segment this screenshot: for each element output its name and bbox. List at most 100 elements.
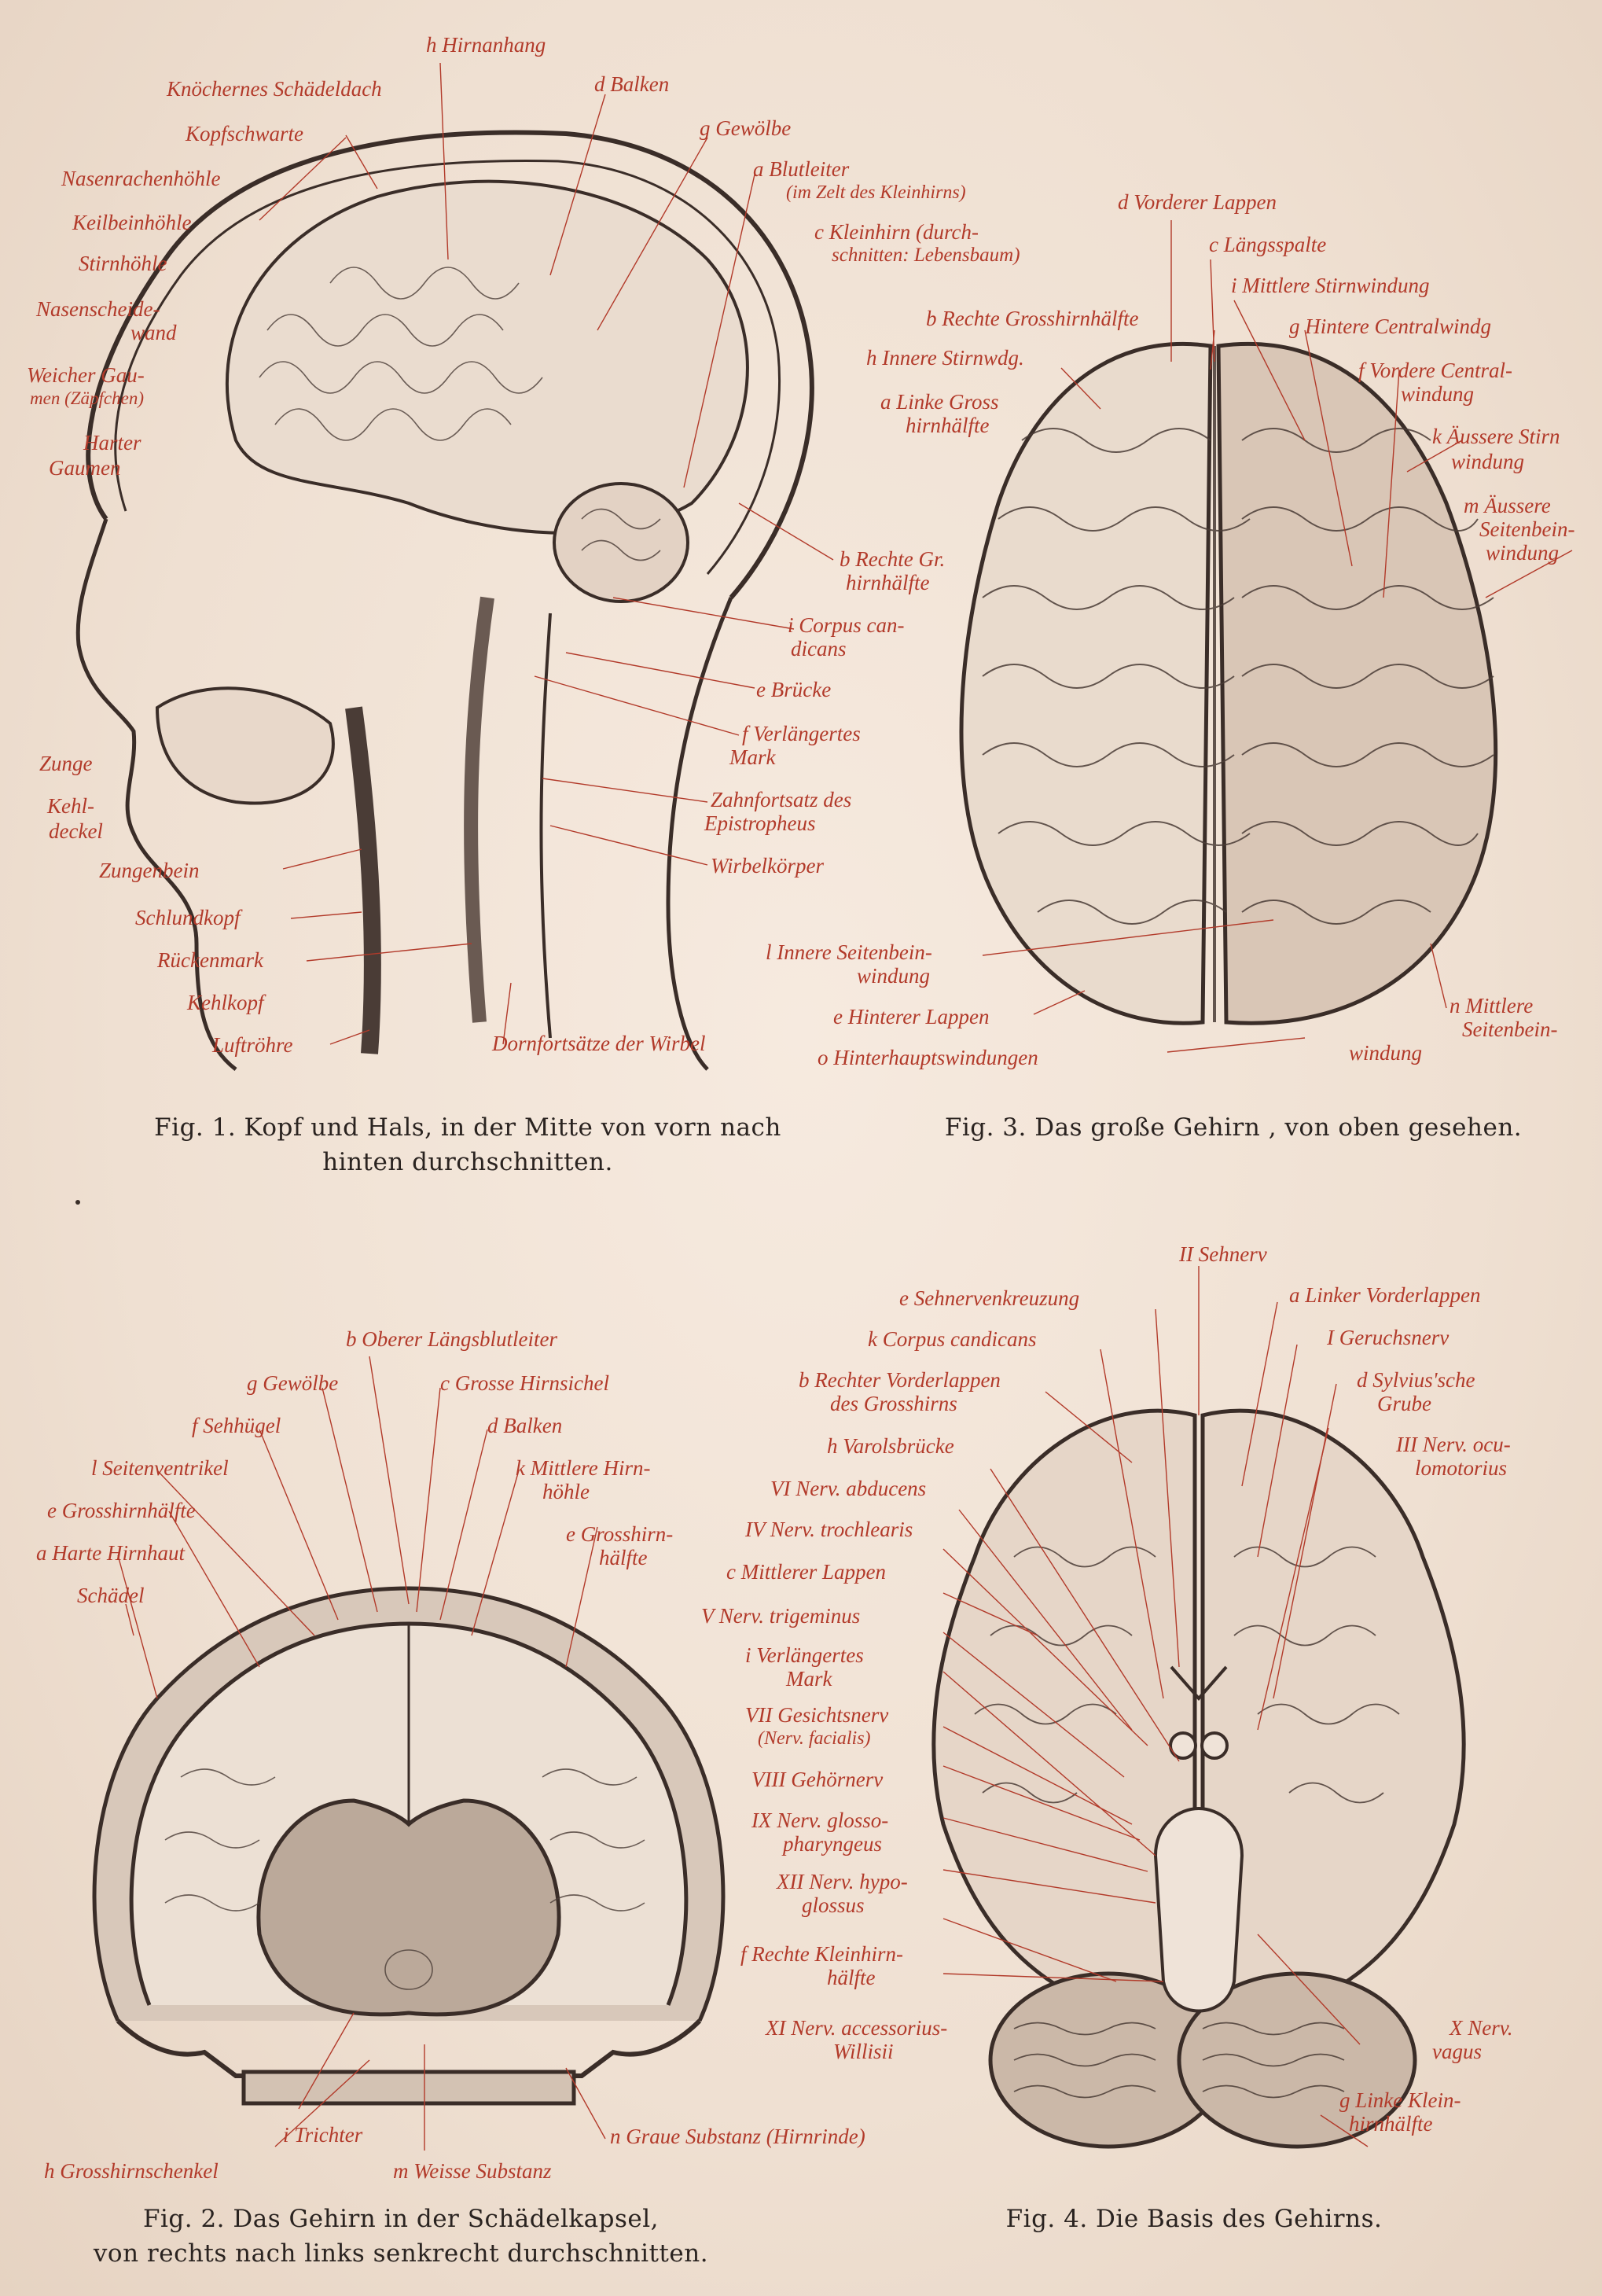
figure-1: Knöchernes Schädeldach Kopfschwarte Nase… <box>0 0 1020 1205</box>
label-grosshirnhaelfte-left: e Grosshirnhälfte <box>47 1499 196 1522</box>
label-weisse-substanz: m Weisse Substanz <box>393 2159 552 2183</box>
label-nerv-trigeminus: V Nerv. trigeminus <box>701 1604 861 1628</box>
figure-3-caption: Fig. 3. Das große Gehirn , von oben gese… <box>944 1113 1523 1142</box>
label-nasenscheidewand-1: Nasenscheide- <box>36 297 160 321</box>
label-sehnerv: II Sehnerv <box>1179 1242 1267 1266</box>
coronal-section-illustration <box>92 1356 726 2151</box>
label-innere-seitenbeinwindung-2: windung <box>857 964 931 988</box>
label-stirnhoehle: Stirnhöhle <box>79 252 167 275</box>
label-verlaengertes-mark-1: f Verlängertes <box>742 722 861 745</box>
label-aeussere-seitenbeinwindung-2: Seitenbein- <box>1479 517 1575 541</box>
label-kehldeckel-2: deckel <box>49 819 103 843</box>
label-rechter-vorderlappen-1: b Rechter Vorderlappen <box>799 1368 1001 1392</box>
label-rechter-vorderlappen-2: des Grosshirns <box>830 1392 957 1415</box>
label-wirbelkoerper: Wirbelkörper <box>711 854 824 878</box>
label-rechte-kleinhirnhaelfte-1: f Rechte Kleinhirn- <box>740 1942 903 1966</box>
brain-top-illustration <box>959 220 1573 1053</box>
label-zahnfortsatz-1: Zahnfortsatz des <box>711 788 852 811</box>
label-corpus-candicans-fig4: k Corpus candicans <box>868 1327 1037 1351</box>
label-linke-grosshirnhaelfte-2: hirnhälfte <box>906 414 990 437</box>
label-innere-stirnwindung: h Innere Stirnwdg. <box>866 346 1024 370</box>
label-nasenscheidewand-2: wand <box>130 321 177 344</box>
label-aeussere-stirnwindung-1: k Äussere Stirn <box>1432 425 1560 448</box>
label-schlundkopf: Schlundkopf <box>135 906 241 929</box>
label-nerv-accessorius-1: XI Nerv. accessorius- <box>766 2016 948 2040</box>
label-verlaengertes-mark-fig4-2: Mark <box>786 1667 832 1691</box>
label-balken-fig2: d Balken <box>487 1414 563 1437</box>
label-sehhuegel: f Sehhügel <box>192 1414 281 1437</box>
label-linke-kleinhirnhaelfte-1: g Linke Klein- <box>1339 2088 1461 2112</box>
label-mittlere-stirnwindung: i Mittlere Stirnwindung <box>1231 274 1430 297</box>
label-hirnanhang: h Hirnanhang <box>426 33 546 57</box>
label-hinterer-lappen: e Hinterer Lappen <box>833 1005 990 1028</box>
label-hinterhauptswindungen: o Hinterhauptswindungen <box>818 1046 1038 1069</box>
label-nerv-accessorius-2: Willisii <box>833 2040 894 2063</box>
label-harte-hirnhaut: a Harte Hirnhaut <box>36 1541 185 1565</box>
label-aeussere-stirnwindung-2: windung <box>1451 450 1525 473</box>
label-varolsbruecke: h Varolsbrücke <box>827 1434 954 1458</box>
label-rechte-grosshirnhaelfte-1: b Rechte Gr. <box>840 547 946 571</box>
label-gesichtsnerv-1: VII Gesichtsnerv <box>745 1703 889 1727</box>
figure-4-caption: Fig. 4. Die Basis des Gehirns. <box>1005 2205 1383 2233</box>
figure-2-caption-line-1: Fig. 2. Das Gehirn in der Schädelkapsel, <box>142 2205 659 2233</box>
label-nerv-vagus-2: vagus <box>1432 2040 1482 2063</box>
label-mittlerer-lappen: c Mittlerer Lappen <box>726 1560 886 1584</box>
label-aeussere-seitenbeinwindung-1: m Äussere <box>1464 494 1551 517</box>
figure-1-caption-line-2: hinten durchschnitten. <box>322 1148 613 1176</box>
label-linker-vorderlappen: a Linker Vorderlappen <box>1289 1283 1481 1307</box>
label-kehlkopf: Kehlkopf <box>187 991 264 1014</box>
label-schaedel: Schädel <box>77 1584 145 1607</box>
label-nerv-oculomotorius-1: III Nerv. ocu- <box>1396 1433 1511 1456</box>
label-mittlere-seitenbeinwindung-1: n Mittlere <box>1450 994 1534 1017</box>
label-corpus-candicans-1: i Corpus can- <box>788 613 905 637</box>
label-mittlere-seitenbeinwindung-3: windung <box>1349 1041 1423 1065</box>
label-nerv-hypoglossus-1: XII Nerv. hypo- <box>777 1870 908 1893</box>
label-kleinhirn-2: schnitten: Lebensbaum) <box>832 245 1020 266</box>
label-balken: d Balken <box>594 72 670 96</box>
label-grosshirnhaelfte-right-1: e Grosshirn- <box>566 1522 674 1546</box>
label-keilbeinhoehle: Keilbeinhöhle <box>72 211 192 234</box>
label-mittlere-hirnhoehle-2: höhle <box>542 1480 590 1503</box>
label-geruchsnerv: I Geruchsnerv <box>1327 1326 1450 1349</box>
label-harter-gaumen-1: Harter <box>83 431 141 454</box>
label-vorderer-lappen: d Vorderer Lappen <box>1118 190 1277 214</box>
label-nerv-trochlearis: IV Nerv. trochlearis <box>745 1518 913 1541</box>
label-vordere-centralwindung-1: f Vordere Central- <box>1358 359 1512 382</box>
label-nerv-glossopharyngeus-2: pharyngeus <box>783 1832 882 1856</box>
label-laengsspalte: c Längsspalte <box>1209 233 1327 256</box>
label-kehldeckel-1: Kehl- <box>47 794 94 818</box>
figure-1-caption-line-1: Fig. 1. Kopf und Hals, in der Mitte von … <box>154 1113 781 1142</box>
label-knoechernes-schaedeldach: Knöchernes Schädeldach <box>167 77 382 101</box>
label-sylviussche-grube-2: Grube <box>1377 1392 1431 1415</box>
label-corpus-candicans-2: dicans <box>791 637 847 660</box>
label-grosse-hirnsichel: c Grosse Hirnsichel <box>440 1371 609 1395</box>
label-nerv-glossopharyngeus-1: IX Nerv. glosso- <box>751 1808 889 1832</box>
label-innere-seitenbeinwindung-1: l Innere Seitenbein- <box>766 940 932 964</box>
label-gesichtsnerv-2: (Nerv. facialis) <box>758 1728 871 1749</box>
label-trichter: i Trichter <box>283 2123 363 2147</box>
label-kopfschwarte: Kopfschwarte <box>186 122 304 145</box>
label-weicher-gaumen-1: Weicher Gau- <box>27 363 145 387</box>
label-dornfortsaetze: Dornfortsätze der Wirbel <box>492 1032 706 1055</box>
label-verlaengertes-mark-2: Mark <box>729 745 776 769</box>
label-zunge: Zunge <box>39 752 93 775</box>
figure-3: d Vorderer Lappen c Längsspalte i Mittle… <box>766 0 1602 1179</box>
label-rechte-kleinhirnhaelfte-2: hälfte <box>827 1966 876 1989</box>
label-luftroehre: Luftröhre <box>212 1033 293 1057</box>
label-nerv-hypoglossus-2: glossus <box>802 1893 865 1917</box>
label-harter-gaumen-2: Gaumen <box>49 456 121 480</box>
label-hintere-centralwindung: g Hintere Centralwindg <box>1289 315 1491 338</box>
label-vordere-centralwindung-2: windung <box>1401 382 1475 406</box>
label-linke-grosshirnhaelfte-1: a Linke Gross <box>880 390 999 414</box>
label-sehnervenkreuzung: e Sehnervenkreuzung <box>899 1286 1080 1310</box>
label-mittlere-seitenbeinwindung-2: Seitenbein- <box>1462 1017 1558 1041</box>
label-nerv-vagus-1: X Nerv. <box>1450 2016 1513 2040</box>
label-mittlere-hirnhoehle-1: k Mittlere Hirn- <box>516 1456 651 1480</box>
brain-base-illustration <box>931 1266 1466 2149</box>
label-gewoelbe-fig2: g Gewölbe <box>247 1371 339 1395</box>
label-oberer-laengsblutleiter: b Oberer Längsblutleiter <box>346 1327 557 1351</box>
head-section-illustration <box>75 62 834 1071</box>
label-gehoernerv: VIII Gehörnerv <box>751 1768 884 1791</box>
label-nerv-oculomotorius-2: lomotorius <box>1415 1456 1508 1480</box>
label-nasenrachenhoehle: Nasenrachenhöhle <box>61 167 221 190</box>
